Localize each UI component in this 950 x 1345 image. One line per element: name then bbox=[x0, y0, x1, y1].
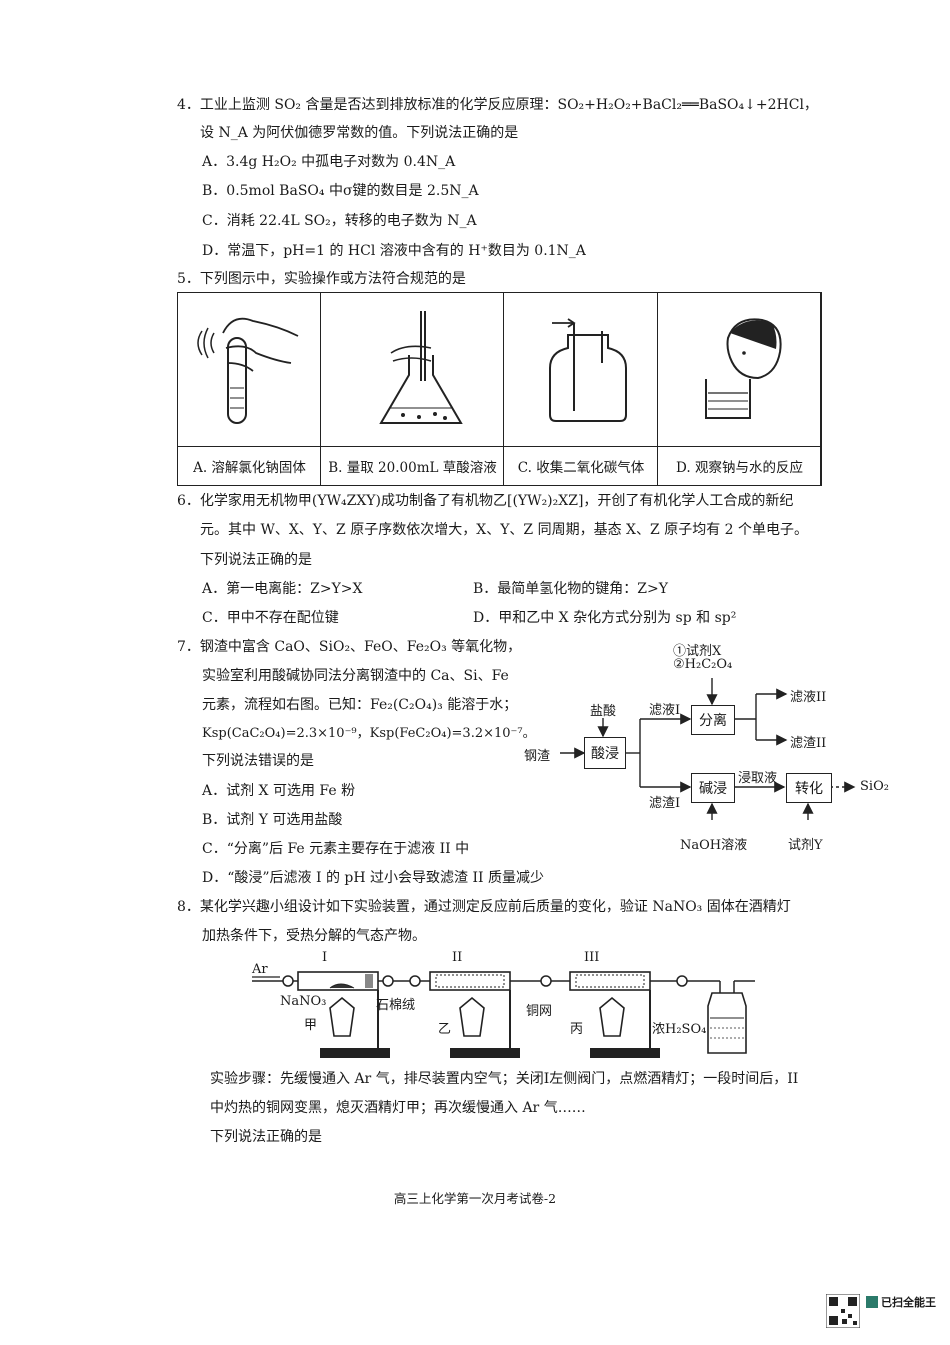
q6-option-d: D．甲和乙中 X 杂化方式分别为 sp 和 sp² bbox=[473, 610, 737, 626]
q5-panel-d bbox=[658, 293, 821, 485]
gas-collection-bottle-icon bbox=[549, 318, 627, 422]
q4-option-a: A．3.4g H₂O₂ 中孤电子对数为 0.4N_A bbox=[202, 154, 456, 170]
lamp-3-label: 丙 bbox=[570, 1022, 584, 1037]
q8-stem-line-1: 8．某化学兴趣小组设计如下实验装置，通过测定反应前后质量的变化，验证 NaNO₃… bbox=[177, 899, 791, 915]
tube-3-label: III bbox=[584, 950, 600, 965]
q7-stem-line-4: Ksp(CaC₂O₄)=2.3×10⁻⁹，Ksp(FeC₂O₄)=3.2×10⁻… bbox=[202, 726, 536, 741]
q6-option-c: C．甲中不存在配位键 bbox=[202, 610, 339, 626]
scanner-badge: 已扫全能王 bbox=[826, 1292, 936, 1330]
tube-1-label: I bbox=[322, 950, 328, 965]
residue-2-label: 滤渣II bbox=[790, 736, 827, 751]
q8-steps-line-1: 实验步骤：先缓慢通入 Ar 气，排尽装置内空气；关闭I左侧阀门，点燃酒精灯；一段… bbox=[210, 1071, 799, 1087]
sio2-product-label: SiO₂ bbox=[860, 779, 889, 794]
q7-option-d: D．“酸浸”后滤液 I 的 pH 过小会导致滤渣 II 质量减少 bbox=[202, 870, 545, 886]
q7-stem-line-2: 实验室利用酸碱协同法分离钢渣中的 Ca、Si、Fe bbox=[202, 668, 509, 684]
flowchart-arrows bbox=[560, 678, 856, 820]
q5-panel-a bbox=[178, 293, 321, 485]
q8-apparatus: Ar I II III NaNO₃ 石棉绒 铜网 甲 乙 丙 浓H₂SO₄ bbox=[250, 948, 770, 1068]
q7-stem-line-5: 下列说法错误的是 bbox=[202, 753, 314, 769]
h2so4-label: 浓H₂SO₄ bbox=[652, 1022, 707, 1037]
q8-stem-line-2: 加热条件下，受热分解的气态产物。 bbox=[202, 928, 426, 944]
q5-caption-b: B. 量取 20.00mL 草酸溶液 bbox=[321, 446, 504, 485]
page-footer: 高三上化学第一次月考试卷-2 bbox=[393, 1191, 557, 1206]
separate-box: 分离 bbox=[691, 705, 735, 735]
copper-mesh-label: 铜网 bbox=[526, 1004, 553, 1019]
badge-text: 已扫全能王 bbox=[881, 1296, 936, 1309]
q4-option-d: D．常温下，pH=1 的 HCl 溶液中含有的 H⁺数目为 0.1N_A bbox=[202, 243, 586, 259]
q7-stem-line-3: 元素，流程如右图。已知：Fe₂(C₂O₄)₃ 能溶于水； bbox=[202, 697, 518, 713]
q5-stem: 5．下列图示中，实验操作或方法符合规范的是 bbox=[177, 271, 466, 287]
observe-reaction-icon bbox=[705, 318, 782, 419]
hcl-label: 盐酸 bbox=[590, 704, 617, 719]
oxalic-acid-label: ②H₂C₂O₄ bbox=[673, 657, 733, 672]
q4-stem-line-2: 设 N_A 为阿伏伽德罗常数的值。下列说法正确的是 bbox=[200, 125, 519, 141]
alkali-leach-box: 碱浸 bbox=[691, 773, 735, 803]
acid-leach-box: 酸浸 bbox=[584, 737, 626, 769]
conical-flask-titration-icon bbox=[379, 311, 463, 424]
q4-option-c: C．消耗 22.4L SO₂，转移的电子数为 N_A bbox=[202, 213, 477, 229]
q4-option-b: B．0.5mol BaSO₄ 中σ键的数目是 2.5N_A bbox=[202, 183, 479, 199]
lamp-1-label: 甲 bbox=[304, 1018, 318, 1033]
q5-caption-c: C. 收集二氧化碳气体 bbox=[504, 446, 658, 485]
q5-caption-a: A. 溶解氯化钠固体 bbox=[178, 446, 321, 485]
camscanner-logo-icon bbox=[866, 1296, 878, 1308]
q6-stem-line-3: 下列说法正确的是 bbox=[200, 552, 312, 568]
reagent-x-label: ①试剂X bbox=[673, 644, 722, 659]
filtrate-2-label: 滤液II bbox=[790, 690, 827, 705]
q7-option-c: C．“分离”后 Fe 元素主要存在于滤液 II 中 bbox=[202, 841, 470, 857]
q6-option-a: A．第一电离能：Z>Y>X bbox=[202, 581, 363, 597]
q6-option-b: B．最简单氢化物的键角：Z>Y bbox=[473, 581, 668, 597]
residue-1-label: 滤渣I bbox=[649, 796, 681, 811]
filtrate-1-label: 滤液I bbox=[649, 703, 681, 718]
q6-stem-line-1: 6．化学家用无机物甲(YW₄ZXY)成功制备了有机物乙[(YW₂)₂XZ]，开创… bbox=[177, 493, 794, 509]
naoh-label: NaOH溶液 bbox=[680, 838, 748, 853]
leachate-label: 浸取液 bbox=[738, 771, 778, 786]
tube-2-label: II bbox=[452, 950, 463, 965]
q7-flowchart: 酸浸 分离 碱浸 转化 ①试剂X ②H₂C₂O₄ 盐酸 滤液I 滤液II 滤渣I… bbox=[520, 636, 900, 856]
ar-label: Ar bbox=[252, 962, 268, 977]
q7-option-a: A．试剂 X 可选用 Fe 粉 bbox=[202, 783, 356, 799]
q5-panel-c bbox=[504, 293, 658, 485]
apparatus-drawing bbox=[252, 971, 755, 1058]
q8-ask: 下列说法正确的是 bbox=[210, 1129, 322, 1145]
q5-caption-d: D. 观察钠与水的反应 bbox=[658, 446, 821, 485]
q5-panel-b bbox=[321, 293, 504, 485]
reagent-y-label: 试剂Y bbox=[788, 838, 823, 853]
convert-box: 转化 bbox=[786, 773, 832, 803]
q7-stem-line-1: 7．钢渣中富含 CaO、SiO₂、FeO、Fe₂O₃ 等氧化物， bbox=[177, 639, 522, 655]
q7-option-b: B．试剂 Y 可选用盐酸 bbox=[202, 812, 343, 828]
nano3-label: NaNO₃ bbox=[280, 994, 327, 1009]
asbestos-label: 石棉绒 bbox=[376, 998, 416, 1013]
q8-steps-line-2: 中灼热的铜网变黑，熄灭酒精灯甲；再次缓慢通入 Ar 气…… bbox=[210, 1100, 586, 1116]
slag-label: 钢渣 bbox=[524, 749, 551, 764]
q4-stem-line-1: 4．工业上监测 SO₂ 含量是否达到排放标准的化学反应原理：SO₂+H₂O₂+B… bbox=[177, 97, 818, 113]
test-tube-shaking-icon bbox=[197, 317, 299, 424]
q5-figure-grid: A. 溶解氯化钠固体 B. 量取 20.00mL 草酸溶液 C. 收集二氧化碳气… bbox=[177, 292, 822, 486]
q6-stem-line-2: 元。其中 W、X、Y、Z 原子序数依次增大，X、Y、Z 同周期，基态 X、Z 原… bbox=[200, 522, 809, 538]
qr-code-icon bbox=[826, 1294, 860, 1328]
lamp-2-label: 乙 bbox=[438, 1022, 452, 1037]
